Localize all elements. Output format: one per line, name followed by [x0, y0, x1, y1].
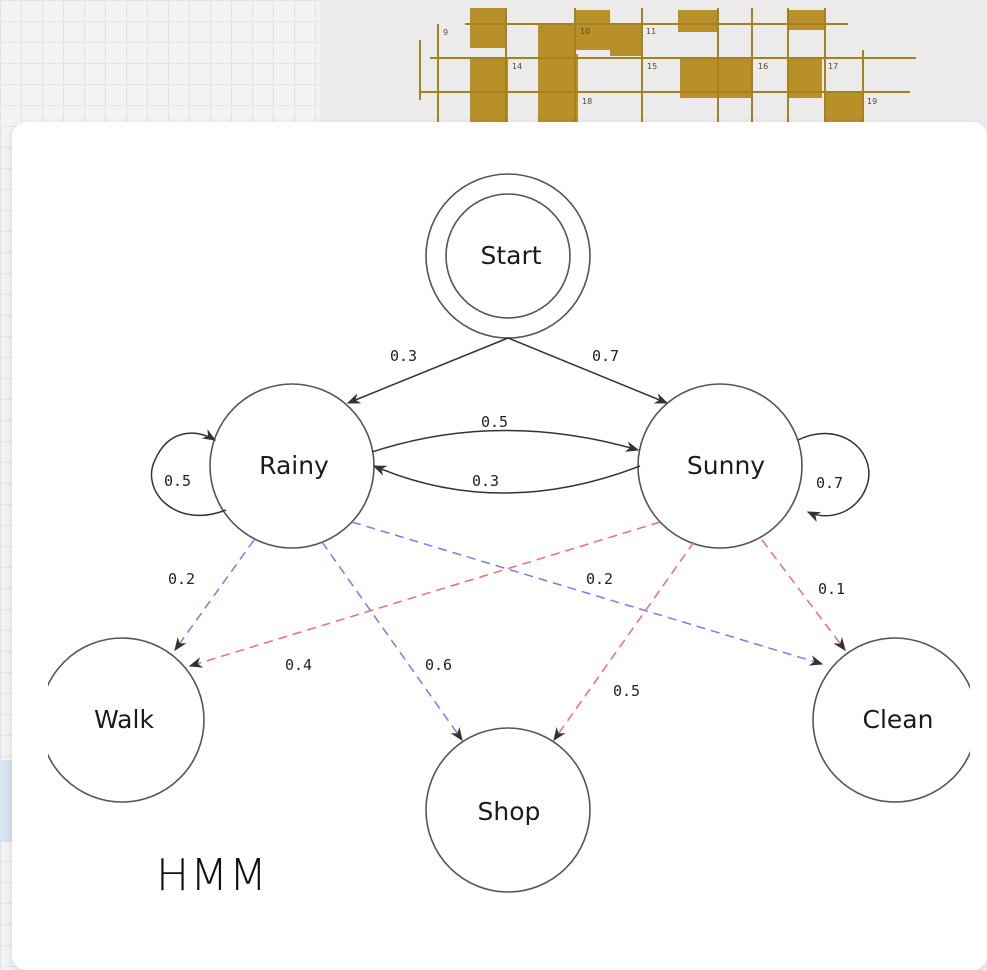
edge-start-sunny: [507, 337, 669, 404]
prob-sunny-clean: 0.1: [818, 580, 845, 598]
edge-rainy-clean: [351, 521, 824, 666]
svg-text:15: 15: [647, 62, 657, 71]
background-crossword-image: 9 10 11 14 15 16 17 18 19: [320, 0, 987, 125]
node-start: [445, 193, 571, 319]
diagram-caption: HMM: [156, 850, 269, 901]
prob-start-sunny: 0.7: [592, 347, 619, 365]
node-shop: [425, 727, 591, 893]
svg-text:14: 14: [512, 62, 522, 71]
edge-rainy-walk: [174, 539, 255, 652]
prob-start-rainy: 0.3: [390, 347, 417, 365]
edge-sunny-shop: [553, 541, 695, 742]
background-side-tab: [0, 760, 12, 842]
node-shop-label: Shop: [478, 797, 541, 826]
prob-sunny-self: 0.7: [816, 474, 843, 492]
prob-rainy-self: 0.5: [164, 472, 191, 490]
edge-rainy-shop: [321, 541, 463, 742]
svg-text:17: 17: [828, 62, 838, 71]
svg-text:11: 11: [646, 27, 656, 36]
edge-sunny-walk: [188, 521, 661, 668]
prob-rainy-walk: 0.2: [168, 570, 195, 588]
svg-text:9: 9: [443, 28, 448, 37]
node-rainy-label: Rainy: [259, 451, 329, 480]
svg-text:10: 10: [580, 27, 590, 36]
hmm-diagram: Start Rainy Sunny Walk Shop Clean 0.3 0.…: [12, 173, 987, 893]
edge-sunny-self: [797, 432, 870, 522]
prob-rainy-clean: 0.2: [586, 570, 613, 588]
node-start-label: Start: [480, 241, 541, 270]
edge-sunny-rainy: [372, 465, 641, 494]
prob-sunny-rainy: 0.3: [472, 472, 499, 490]
hmm-diagram-card: Start Rainy Sunny Walk Shop Clean 0.3 0.…: [12, 122, 987, 970]
svg-text:19: 19: [867, 97, 877, 106]
prob-sunny-shop: 0.5: [613, 682, 640, 700]
edge-start-rainy: [346, 337, 509, 404]
svg-text:16: 16: [758, 62, 768, 71]
prob-rainy-sunny: 0.5: [481, 413, 508, 431]
edge-sunny-clean: [761, 539, 846, 652]
edge-rainy-self: [150, 429, 227, 517]
edge-rainy-sunny: [371, 429, 640, 453]
node-clean-label: Clean: [863, 705, 934, 734]
prob-sunny-walk: 0.4: [285, 656, 312, 674]
node-sunny-label: Sunny: [687, 451, 765, 480]
prob-rainy-shop: 0.6: [425, 656, 452, 674]
node-walk-label: Walk: [94, 705, 154, 734]
svg-text:18: 18: [582, 97, 592, 106]
